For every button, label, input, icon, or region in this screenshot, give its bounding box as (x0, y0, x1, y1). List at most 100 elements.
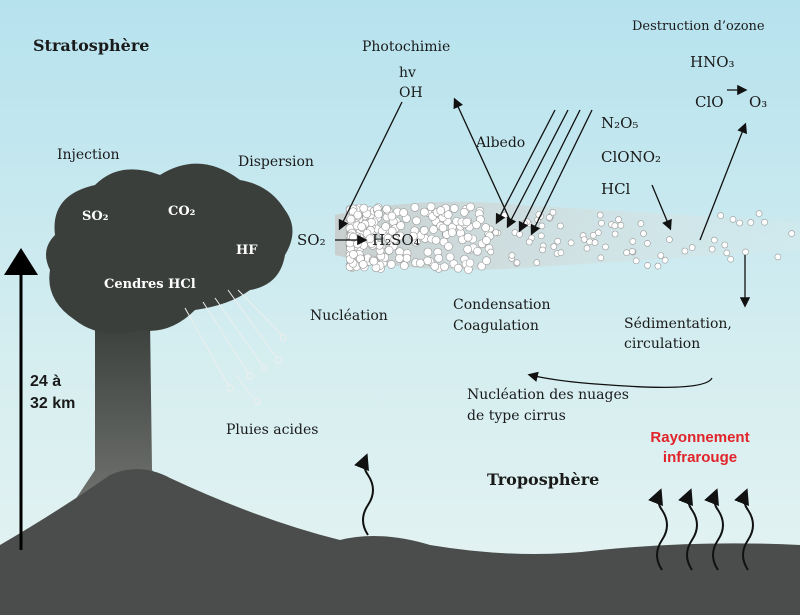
aerosol-particle (382, 204, 392, 214)
aerosol-particle (487, 248, 495, 256)
aerosol-particle (598, 219, 605, 227)
aerosol-particle (727, 255, 735, 263)
aerosol-particle (462, 217, 472, 227)
aerosol-particle (349, 250, 358, 259)
coagulation-label: Coagulation (453, 318, 539, 334)
hv-label: hv (399, 65, 416, 81)
aerosol-particle (387, 226, 397, 236)
aerosol-particle (761, 218, 768, 226)
aerosol-particle (539, 246, 546, 254)
aerosol-particle (583, 244, 591, 252)
altitude-label-line2: 32 km (30, 395, 76, 412)
process-arrows (335, 84, 751, 388)
aerosol-particle (742, 248, 749, 256)
ash-cloud (46, 163, 293, 334)
aerosol-particle (545, 214, 553, 221)
cloud-cendres-hcl-label: Cendres HCl (104, 277, 196, 292)
aerosol-particle (419, 226, 429, 235)
aerosol-particle (396, 221, 406, 230)
photochimie-label: Photochimie (362, 39, 451, 55)
aerosol-particle (729, 216, 737, 223)
aerosol-particle (482, 256, 491, 266)
aerosol-particle (533, 259, 541, 266)
aerosol-particle (444, 242, 453, 251)
aerosol-particle (423, 256, 432, 266)
cirrus-label-line1: Nucléation des nuages (467, 387, 629, 403)
aerosol-particle (554, 237, 562, 245)
aerosol-particle (661, 256, 669, 264)
aerosol-particle (628, 248, 636, 255)
aerosol-particle (637, 220, 645, 227)
sedimentation-label: Sédimentation, (624, 316, 732, 332)
aerosol-particle (463, 245, 473, 254)
aerosol-particle (640, 230, 647, 237)
aerosol-particle (465, 258, 475, 268)
aerosol-particle (755, 210, 763, 217)
aerosol-particle (395, 254, 404, 263)
hcl-label: HCl (601, 180, 631, 198)
aerosol-particle (431, 235, 441, 245)
aerosol-particle (346, 214, 356, 224)
aerosol-particle (466, 202, 475, 212)
aerosol-particle (538, 222, 546, 230)
ground (0, 469, 800, 615)
aerosol-particle (434, 253, 444, 263)
aerosol-particle (459, 208, 469, 217)
aerosol-particle (557, 249, 565, 256)
altitude-label-line1: 24 à (30, 373, 62, 390)
aerosol-particles (345, 202, 796, 274)
stratosphere-label: Stratosphère (33, 36, 150, 55)
aerosol-particle (615, 216, 622, 223)
aerosol-particle (666, 236, 673, 243)
aerosol-particle (359, 203, 369, 213)
aerosol-particle (472, 220, 481, 230)
albedo-label: Albedo (476, 135, 526, 151)
aerosol-particle (717, 212, 725, 219)
troposphere-label: Troposphère (487, 470, 600, 489)
aerosol-particle (410, 203, 420, 212)
aerosol-particle (723, 249, 731, 257)
aerosol-particle (549, 209, 557, 216)
aerosol-particle (399, 261, 409, 270)
aerosol-particle (516, 231, 523, 238)
aerosol-particle (429, 225, 438, 234)
aerosol-particle (644, 262, 651, 269)
o3-label: O₃ (749, 93, 768, 111)
aerosol-particle (550, 243, 558, 250)
aerosol-particle (440, 262, 449, 272)
aerosol-particle (399, 208, 408, 217)
infrarouge-label: infrarouge (662, 449, 738, 466)
aerosol-particle (788, 230, 796, 237)
aerosol-particle (537, 232, 545, 240)
n2o5-label: N₂O₅ (601, 114, 639, 132)
acid-rain (184, 289, 287, 406)
aerosol-particle (747, 219, 755, 226)
aerosol-particle (408, 231, 418, 241)
aerosol-particle (438, 223, 448, 233)
circulation-label: circulation (624, 336, 701, 352)
aerosol-particle (481, 223, 491, 232)
aerosol-particle (721, 241, 729, 249)
aerosol-particle (386, 260, 396, 269)
aerosol-particle (374, 209, 383, 219)
aerosol-particle (381, 222, 390, 231)
aerosol-particle (644, 240, 651, 247)
aerosol-particle (436, 206, 446, 215)
aerosol-particle (473, 247, 482, 256)
aerosol-particle (580, 236, 588, 243)
eruption-column (75, 320, 175, 500)
aerosol-particle (525, 238, 533, 246)
aerosol-particle (445, 252, 455, 262)
infrared-arrows (354, 453, 754, 571)
aerosol-particle (657, 252, 665, 259)
aerosol-particle (402, 253, 412, 263)
aerosol-particle (736, 219, 743, 227)
aerosol-particle (415, 258, 425, 268)
aerosol-particle (688, 244, 696, 251)
aerosol-particle (602, 243, 609, 251)
destruction-ozone-label: Destruction d’ozone (632, 19, 765, 34)
cloud-so2-label: SO₂ (82, 209, 109, 224)
aerosol-particle (774, 253, 782, 261)
aerosol-particle (591, 239, 599, 246)
